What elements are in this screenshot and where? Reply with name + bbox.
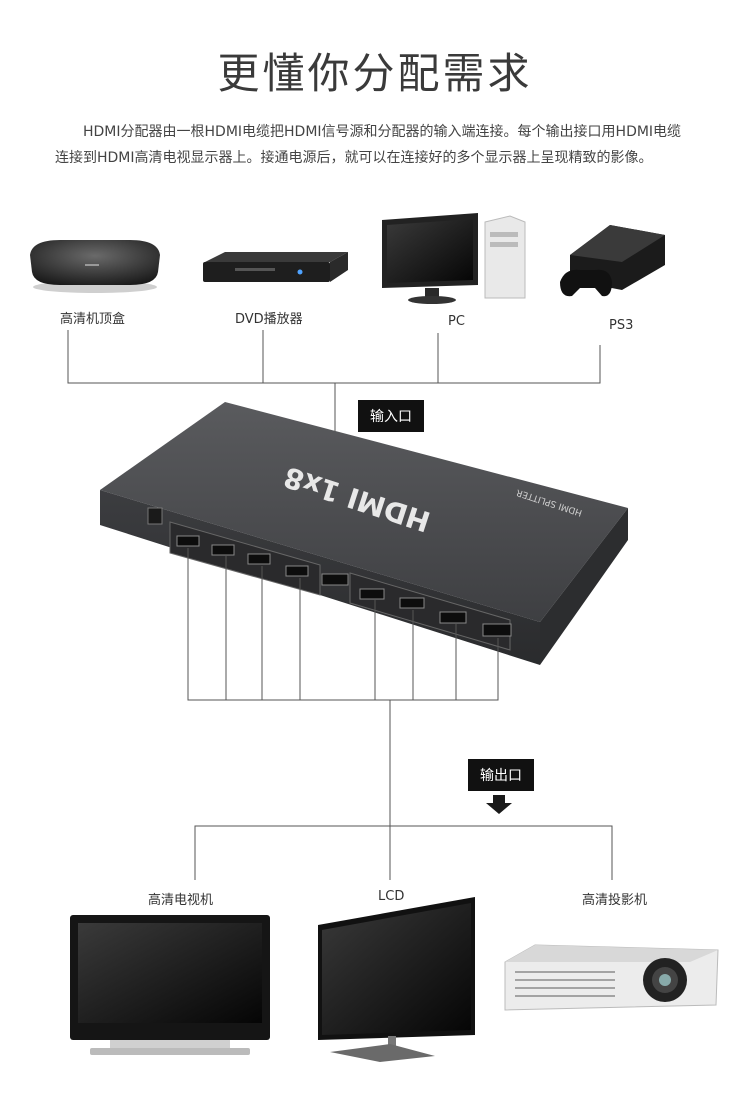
- desktop-pc-icon: [382, 213, 526, 304]
- source-label-dvd-player: DVD播放器: [235, 312, 303, 327]
- output-label-hdtv: 高清电视机: [148, 893, 214, 908]
- output-label-lcd: LCD: [378, 889, 405, 904]
- output-port-tag: 输出口: [468, 759, 534, 791]
- game-console-icon: [560, 225, 665, 297]
- dvd-player-icon: [203, 252, 348, 282]
- description-paragraph: HDMI分配器由一根HDMI电缆把HDMI信号源和分配器的输入端连接。每个输出接…: [55, 124, 682, 166]
- output-label-projector: 高清投影机: [582, 893, 648, 908]
- down-arrow-icon: [486, 795, 512, 814]
- source-label-ps3: PS3: [609, 318, 634, 333]
- source-label-set-top-box: 高清机顶盒: [60, 312, 126, 327]
- set-top-box-icon: [30, 240, 160, 293]
- lcd-monitor-icon: [318, 897, 475, 1062]
- output-wires: [187, 548, 613, 880]
- input-port-tag: 输入口: [358, 400, 424, 432]
- hdtv-icon: [70, 915, 270, 1055]
- hdmi-splitter-device: HDMI 1x8 HDMI SPLITTER: [100, 402, 628, 665]
- page-title: 更懂你分配需求: [217, 49, 533, 98]
- source-label-pc: PC: [448, 314, 465, 329]
- projector-icon: [504, 944, 719, 1011]
